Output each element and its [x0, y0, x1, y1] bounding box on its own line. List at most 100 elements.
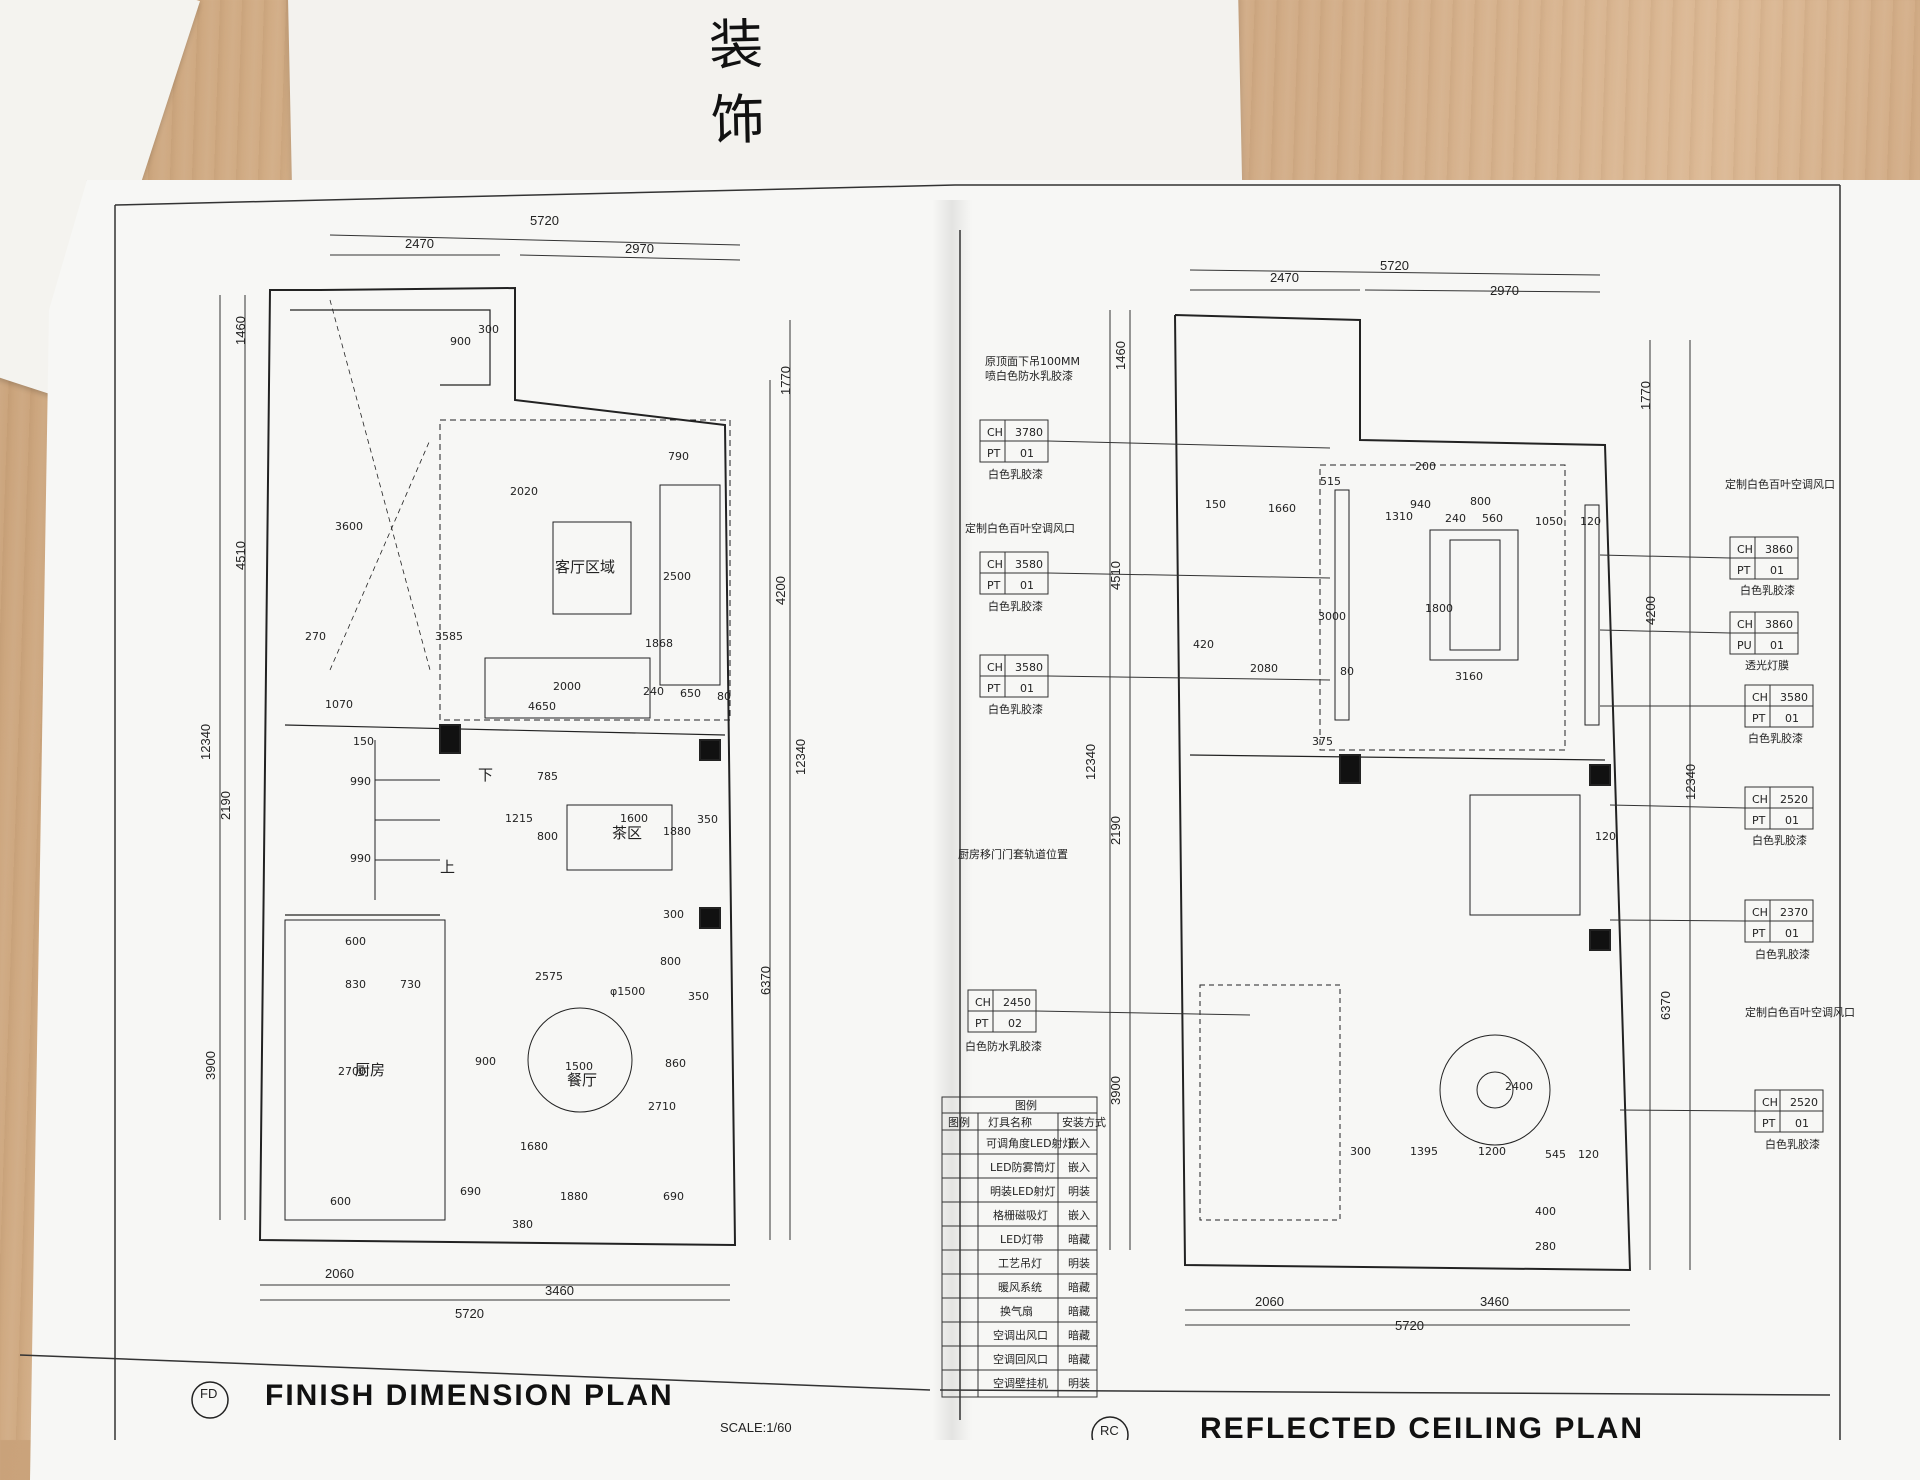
- legend-row-name: 可调角度LED射灯: [986, 1136, 1074, 1150]
- inner-dim: 120: [1578, 1148, 1599, 1161]
- tag-r3-desc: 白色乳胶漆: [1752, 833, 1807, 847]
- rdim-top-total: 5720: [1380, 258, 1409, 273]
- tag-l0-code: PT: [987, 447, 1001, 460]
- tag-l3-code: PT: [975, 1017, 989, 1030]
- tag-r1-ch: CH: [1737, 618, 1753, 631]
- tag-r0-ch: CH: [1737, 543, 1753, 556]
- inner-dim: 830: [345, 978, 366, 991]
- left-floor-plan: 5720 2470 2970 1460 4510 12340 2190 3900…: [191, 213, 808, 1435]
- legend-row-mount: 暗藏: [1068, 1280, 1090, 1294]
- fd-badge-circle: [191, 1381, 229, 1419]
- dim-right-2: 4200: [773, 576, 788, 605]
- tag-l0-ch: CH: [987, 426, 1003, 439]
- rdim-right-total: 12340: [1683, 764, 1698, 800]
- inner-dim: 270: [305, 630, 326, 643]
- tag-l2-ch: CH: [987, 661, 1003, 674]
- tag-l2-val: 3580: [1015, 661, 1043, 674]
- inner-dim: 350: [697, 813, 718, 826]
- rdim-left-3: 2190: [1108, 816, 1123, 845]
- note-kitchen-door: 厨房移门门套轨道位置: [958, 847, 1068, 861]
- note-vent-right-2: 定制白色百叶空调风口: [1745, 1005, 1855, 1019]
- inner-dim: 790: [668, 450, 689, 463]
- tag-r5-num: 01: [1795, 1117, 1809, 1130]
- fd-badge: FD: [200, 1386, 217, 1401]
- tag-r4-num: 01: [1785, 927, 1799, 940]
- tag-l2-num: 01: [1020, 682, 1034, 695]
- tag-r1-code: PU: [1737, 639, 1752, 652]
- rdim-left-4: 3900: [1108, 1076, 1123, 1105]
- inner-dim: 380: [512, 1218, 533, 1231]
- inner-dim: 3600: [335, 520, 363, 533]
- inner-dim: 1215: [505, 812, 533, 825]
- rdim-top-right: 2970: [1490, 283, 1519, 298]
- tag-l3-num: 02: [1008, 1017, 1022, 1030]
- tag-l0-num: 01: [1020, 447, 1034, 460]
- inner-dim: 1395: [1410, 1145, 1438, 1158]
- inner-dim: 2080: [1250, 662, 1278, 675]
- tag-r5-code: PT: [1762, 1117, 1776, 1130]
- tag-r0-num: 01: [1770, 564, 1784, 577]
- room-living: 客厅区域: [555, 558, 615, 576]
- inner-dim: 3000: [1318, 610, 1346, 623]
- tag-r0-code: PT: [1737, 564, 1751, 577]
- rc-badge: RC: [1100, 1423, 1119, 1438]
- tag-l3-val: 2450: [1003, 996, 1031, 1009]
- inner-dim: 200: [1415, 460, 1436, 473]
- inner-dim: 120: [1595, 830, 1616, 843]
- tag-r3-ch: CH: [1752, 793, 1768, 806]
- rdim-top-left: 2470: [1270, 270, 1299, 285]
- rdim-left-total: 12340: [1083, 744, 1098, 780]
- inner-dim: 990: [350, 852, 371, 865]
- right-floor-plan: 5720 2470 2970 1460 4510 12340 2190 3900…: [941, 258, 1855, 1440]
- note-vent-right-1: 定制白色百叶空调风口: [1725, 477, 1835, 491]
- dim-left-3: 2190: [218, 791, 233, 820]
- dim-top-right: 2970: [625, 241, 654, 256]
- legend-row-name: 换气扇: [1000, 1304, 1033, 1318]
- note-vent: 定制白色百叶空调风口: [965, 521, 1075, 535]
- inner-dim: 2400: [1505, 1080, 1533, 1093]
- inner-dim: 800: [1470, 495, 1491, 508]
- tag-r1-val: 3860: [1765, 618, 1793, 631]
- tag-r5-desc: 白色乳胶漆: [1765, 1137, 1820, 1151]
- inner-dim: 300: [663, 908, 684, 921]
- legend-row-mount: 明装: [1068, 1377, 1090, 1390]
- inner-dim: 3585: [435, 630, 463, 643]
- legend-row-name: 工艺吊灯: [998, 1257, 1042, 1270]
- rdim-left-2: 4510: [1108, 561, 1123, 590]
- inner-dim: 545: [1545, 1148, 1566, 1161]
- dim-left-4: 3900: [203, 1051, 218, 1080]
- left-plan-title: FINISH DIMENSION PLAN: [265, 1379, 674, 1412]
- inner-dim: 940: [1410, 498, 1431, 511]
- paper-fold: [932, 200, 972, 1440]
- inner-dim: 1310: [1385, 510, 1413, 523]
- dim-top-left: 2470: [405, 236, 434, 251]
- tag-r4-code: PT: [1752, 927, 1766, 940]
- inner-dim: 300: [1350, 1145, 1371, 1158]
- tag-l2-desc: 白色乳胶漆: [988, 702, 1043, 716]
- tag-r2-code: PT: [1752, 712, 1766, 725]
- stair-up: 上: [440, 858, 455, 876]
- tag-r2-desc: 白色乳胶漆: [1748, 731, 1803, 745]
- tag-r3-code: PT: [1752, 814, 1766, 827]
- tag-l1-ch: CH: [987, 558, 1003, 571]
- tag-l1-desc: 白色乳胶漆: [988, 599, 1043, 613]
- inner-dim: 730: [400, 978, 421, 991]
- inner-dim: 420: [1193, 638, 1214, 651]
- inner-dim: 375: [1312, 735, 1333, 748]
- tag-l0-desc: 白色乳胶漆: [988, 467, 1043, 481]
- legend-col-1: 图例: [948, 1115, 970, 1129]
- tag-l1-num: 01: [1020, 579, 1034, 592]
- tag-r3-num: 01: [1785, 814, 1799, 827]
- legend-row-mount: 明装: [1068, 1257, 1090, 1270]
- inner-dim: 300: [478, 323, 499, 336]
- dim-top-total: 5720: [530, 213, 559, 228]
- left-inner-dims: 900 300 3600 2020 790 2500 270 3585 1868…: [305, 323, 731, 1231]
- tag-l1-code: PT: [987, 579, 1001, 592]
- inner-dim: 2700: [338, 1065, 366, 1078]
- legend-col-2: 灯具名称: [988, 1115, 1032, 1129]
- inner-dim: 900: [475, 1055, 496, 1068]
- inner-dim: 120: [1580, 515, 1601, 528]
- tag-r5-ch: CH: [1762, 1096, 1778, 1109]
- legend-row-mount: 暗藏: [1068, 1232, 1090, 1246]
- inner-dim: 1680: [520, 1140, 548, 1153]
